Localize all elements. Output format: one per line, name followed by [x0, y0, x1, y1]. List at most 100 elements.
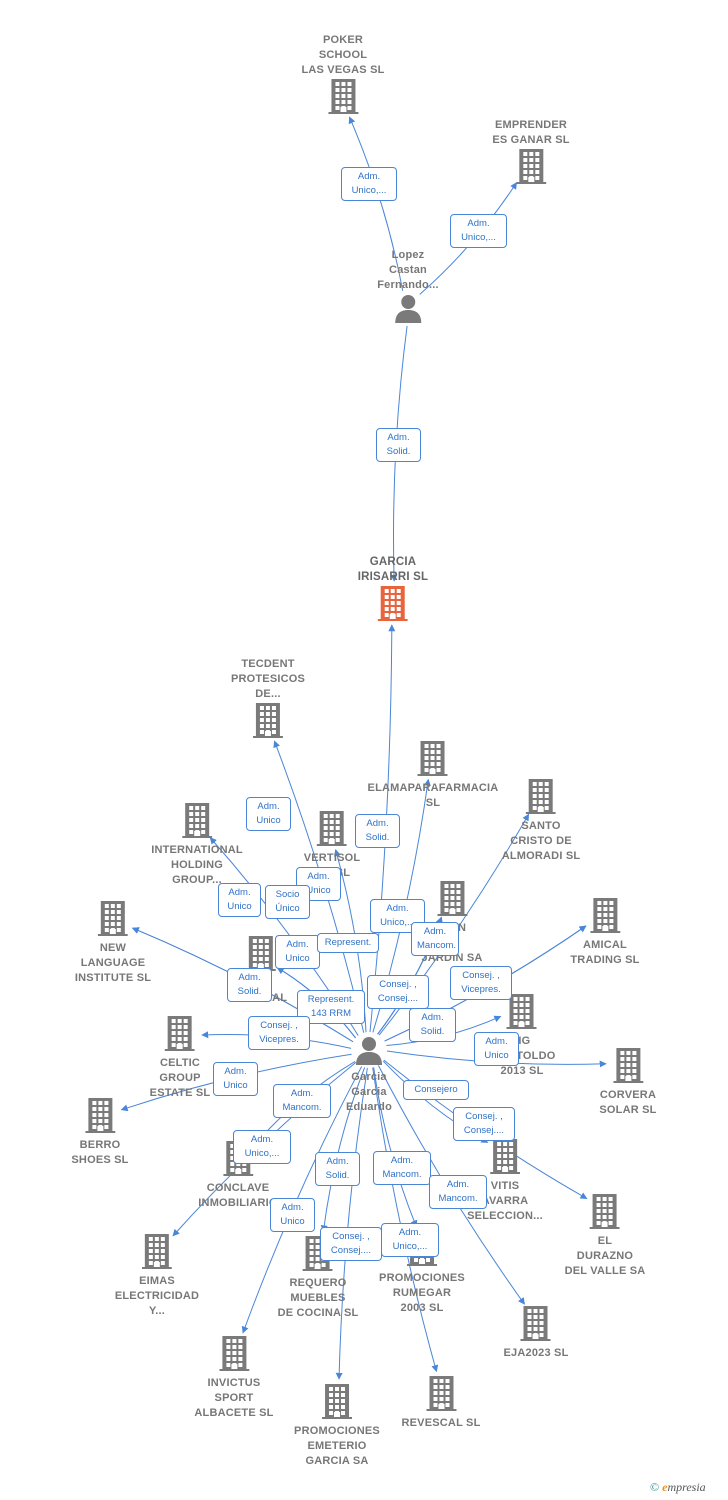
relation-label[interactable]: Adm. Unico: [218, 883, 261, 917]
building-icon: [565, 1193, 646, 1234]
copyright-icon: ©: [650, 1480, 660, 1494]
company-node-santo[interactable]: SANTO CRISTO DE ALMORADI SL: [502, 778, 581, 864]
node-label: TECDENT PROTESICOS DE...: [230, 658, 306, 700]
company-node-berro[interactable]: BERRO SHOES SL: [71, 1097, 128, 1168]
person-node-lopez[interactable]: Lopez Castan Fernando...: [377, 248, 439, 328]
relation-label[interactable]: Consej. , Consej....: [453, 1107, 515, 1141]
relation-label[interactable]: Consej. , Vicepres.: [248, 1016, 310, 1050]
company-node-corvera[interactable]: CORVERA SOLAR SL: [599, 1047, 656, 1118]
relation-label[interactable]: Represent. 143 RRM: [297, 990, 365, 1024]
relation-label[interactable]: Adm. Mancom.: [411, 922, 459, 956]
building-icon: [570, 897, 639, 938]
node-label: CORVERA SOLAR SL: [599, 1089, 657, 1116]
building-icon: [115, 1233, 199, 1274]
relation-label[interactable]: Adm. Mancom.: [273, 1084, 331, 1118]
relation-label[interactable]: Adm. Unico,...: [450, 214, 507, 248]
company-node-tecdent[interactable]: TECDENT PROTESICOS DE...: [231, 657, 305, 743]
brand-logo: empresia: [662, 1480, 706, 1494]
company-node-garcia-irisarri[interactable]: GARCIA IRISARRI SL: [358, 555, 429, 626]
edge-garcia-eduardo-to-rumegar: [373, 1067, 418, 1228]
node-label: REQUERO MUEBLES DE COCINA SL: [277, 1277, 359, 1319]
building-icon: [467, 1138, 543, 1179]
node-label: BERRO SHOES SL: [71, 1139, 129, 1166]
company-node-emeterio[interactable]: PROMOCIONES EMETERIO GARCIA SA: [294, 1383, 380, 1469]
node-label: EMPRENDER ES GANAR SL: [492, 119, 570, 146]
company-node-durazno[interactable]: EL DURAZNO DEL VALLE SA: [565, 1193, 646, 1279]
node-label: NEW LANGUAGE INSTITUTE SL: [74, 942, 152, 984]
company-node-new-language[interactable]: NEW LANGUAGE INSTITUTE SL: [75, 900, 151, 986]
company-node-emprender[interactable]: EMPRENDER ES GANAR SL: [492, 118, 569, 189]
company-node-elama[interactable]: ELAMAPARAFARMACIA SL: [368, 740, 499, 811]
relation-label[interactable]: Adm. Unico: [474, 1032, 519, 1066]
building-icon: [231, 702, 305, 743]
building-icon: [304, 810, 361, 851]
company-node-amical[interactable]: AMICAL TRADING SL: [570, 897, 639, 968]
node-label: SANTO CRISTO DE ALMORADI SL: [501, 820, 581, 862]
edge-garcia-eduardo-to-revescal: [372, 1067, 439, 1373]
building-icon: [151, 802, 243, 843]
relation-label[interactable]: Adm. Unico: [270, 1198, 315, 1232]
relation-label[interactable]: Adm. Solid.: [315, 1152, 360, 1186]
edge-garcia-eduardo-to-emeterio: [335, 1067, 368, 1380]
relation-label[interactable]: Adm. Unico,...: [381, 1223, 439, 1257]
relation-label[interactable]: Adm. Unico: [296, 867, 341, 901]
company-node-conclave[interactable]: CONCLAVE INMOBILIARIO: [198, 1140, 278, 1211]
company-node-vitis[interactable]: VITIS AVARRA SELECCION...: [467, 1138, 543, 1224]
relation-label[interactable]: Adm. Unico,...: [341, 167, 397, 201]
relation-label[interactable]: Adm. Unico: [275, 935, 320, 969]
relation-label[interactable]: Adm. Unico,...: [370, 899, 425, 933]
building-icon: [504, 1305, 569, 1346]
relation-label[interactable]: Adm. Solid.: [355, 814, 400, 848]
relation-label[interactable]: Adm. Mancom.: [429, 1175, 487, 1209]
building-icon: [71, 1097, 128, 1138]
relation-label[interactable]: Adm. Solid.: [376, 428, 421, 462]
person-icon: [346, 1035, 392, 1070]
relation-label[interactable]: Adm. Unico: [213, 1062, 258, 1096]
company-node-celtic[interactable]: CELTIC GROUP ESTATE SL: [150, 1015, 211, 1101]
relation-label[interactable]: Consej. , Vicepres.: [450, 966, 512, 1000]
relation-label[interactable]: Adm. Unico,...: [233, 1130, 291, 1164]
person-icon: [377, 293, 438, 328]
building-icon: [294, 1383, 380, 1424]
company-node-eja[interactable]: EJA2023 SL: [504, 1305, 569, 1361]
building-icon: [75, 900, 151, 941]
company-node-international[interactable]: INTERNATIONAL HOLDING GROUP...: [151, 802, 243, 888]
node-label: PROMOCIONES RUMEGAR 2003 SL: [379, 1272, 465, 1314]
building-icon: [599, 1047, 656, 1088]
node-label: EIMAS ELECTRICIDAD Y...: [114, 1275, 200, 1317]
relation-label[interactable]: Adm. Mancom.: [373, 1151, 431, 1185]
node-label: Garcia Garcia Eduardo: [345, 1071, 393, 1113]
company-node-invictus[interactable]: INVICTUS SPORT ALBACETE SL: [194, 1335, 273, 1421]
relation-label[interactable]: Adm. Unico: [246, 797, 291, 831]
node-label: REVESCAL SL: [401, 1417, 481, 1429]
relation-label[interactable]: Socio Único: [265, 885, 310, 919]
person-node-garcia-eduardo[interactable]: Garcia Garcia Eduardo: [346, 1035, 392, 1115]
company-node-eimas[interactable]: EIMAS ELECTRICIDAD Y...: [115, 1233, 199, 1319]
node-label: INTERNATIONAL HOLDING GROUP...: [151, 844, 243, 886]
node-label: Lopez Castan Fernando...: [377, 249, 439, 291]
company-node-poker[interactable]: POKER SCHOOL LAS VEGAS SL: [301, 33, 384, 119]
relation-label[interactable]: Represent.: [317, 933, 379, 953]
company-node-revescal[interactable]: REVESCAL SL: [401, 1375, 480, 1431]
node-label: CONCLAVE INMOBILIARIO: [198, 1182, 278, 1209]
node-label: AMICAL TRADING SL: [570, 939, 640, 966]
relation-label[interactable]: Consej. , Consej....: [320, 1227, 382, 1261]
node-label: ELAMAPARAFARMACIA SL: [367, 782, 499, 809]
building-icon: [301, 78, 384, 119]
node-label: VITIS AVARRA SELECCION...: [467, 1180, 543, 1222]
relation-label[interactable]: Consejero: [403, 1080, 469, 1100]
relation-label[interactable]: Adm. Solid.: [409, 1008, 456, 1042]
building-icon: [492, 148, 569, 189]
edge-lopez-to-poker: [348, 116, 404, 291]
building-icon: [368, 740, 499, 781]
building-icon: [150, 1015, 211, 1056]
empresia-footer[interactable]: © empresia: [650, 1480, 706, 1495]
edge-garcia-eduardo-to-invictus: [241, 1066, 363, 1334]
building-icon: [194, 1335, 273, 1376]
node-label: EJA2023 SL: [503, 1347, 569, 1359]
node-label: POKER SCHOOL LAS VEGAS SL: [301, 34, 385, 76]
relation-label[interactable]: Consej. , Consej....: [367, 975, 429, 1009]
relation-label[interactable]: Adm. Solid.: [227, 968, 272, 1002]
node-label: INVICTUS SPORT ALBACETE SL: [194, 1377, 274, 1419]
